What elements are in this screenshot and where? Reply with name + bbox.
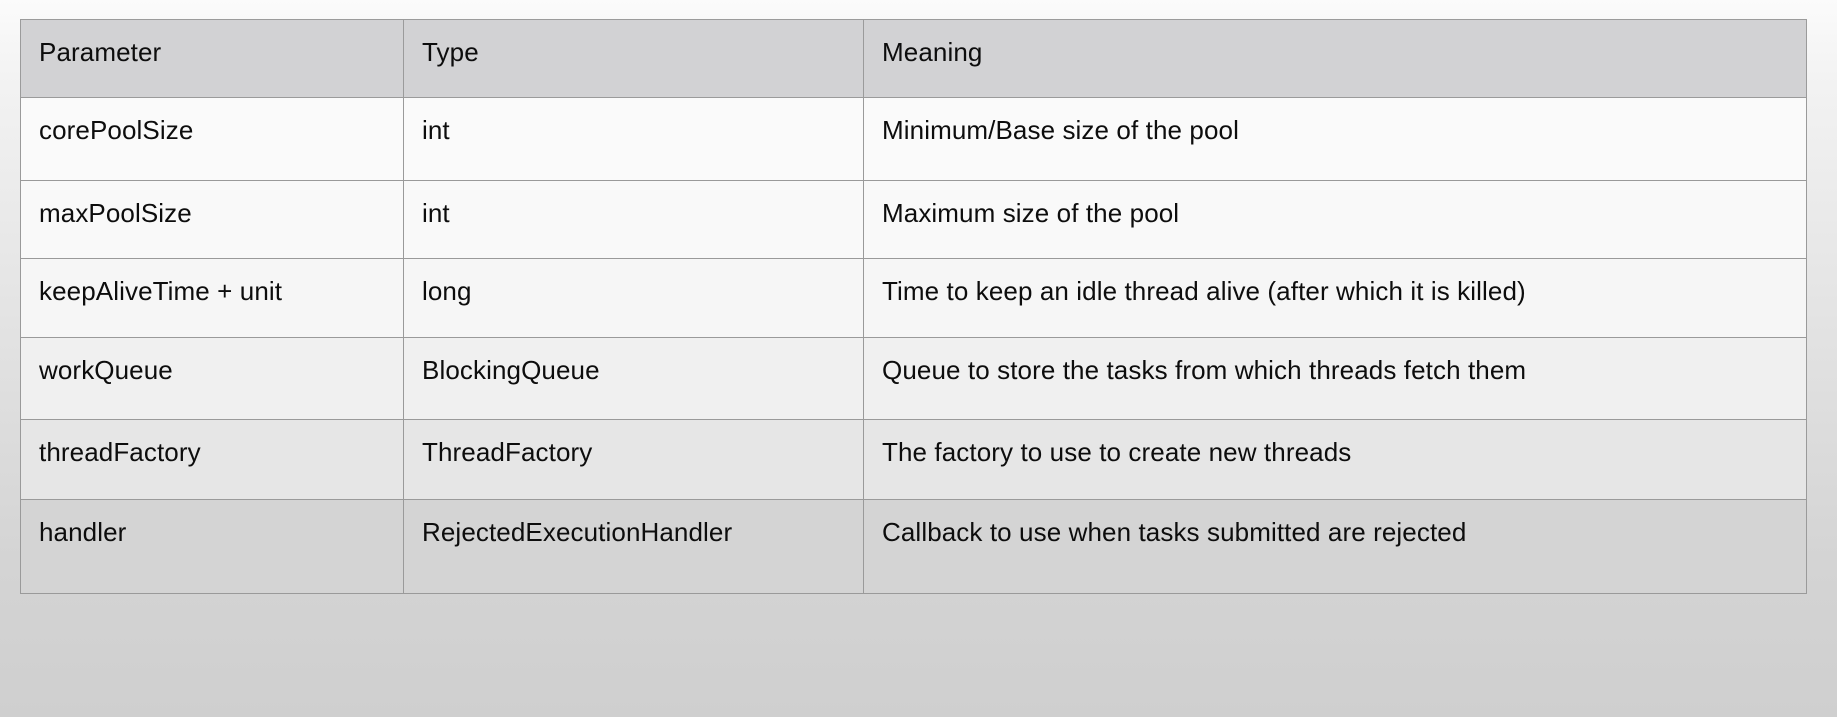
cell-type: int (403, 180, 864, 259)
cell-parameter-text: corePoolSize (39, 115, 194, 145)
cell-meaning: Queue to store the tasks from which thre… (863, 337, 1807, 420)
parameters-table-container: Parameter Type Meaning corePoolSize int … (20, 19, 1807, 594)
cell-parameter: maxPoolSize (20, 180, 404, 259)
cell-parameter: threadFactory (20, 419, 404, 500)
column-header-type: Type (403, 19, 864, 98)
cell-type-text: BlockingQueue (422, 355, 600, 385)
cell-parameter-text: keepAliveTime + unit (39, 276, 283, 306)
cell-type: long (403, 258, 864, 338)
cell-type: BlockingQueue (403, 337, 864, 420)
cell-meaning: Maximum size of the pool (863, 180, 1807, 259)
cell-meaning-text: Time to keep an idle thread alive (after… (882, 276, 1526, 306)
cell-meaning: The factory to use to create new threads (863, 419, 1807, 500)
cell-type: ThreadFactory (403, 419, 864, 500)
cell-type: int (403, 97, 864, 181)
cell-meaning-text: Maximum size of the pool (882, 198, 1180, 228)
cell-meaning-text: Minimum/Base size of the pool (882, 115, 1239, 145)
column-header-parameter-label: Parameter (39, 37, 162, 67)
column-header-type-label: Type (422, 37, 479, 67)
cell-meaning: Time to keep an idle thread alive (after… (863, 258, 1807, 338)
cell-meaning: Callback to use when tasks submitted are… (863, 499, 1807, 594)
column-header-meaning-label: Meaning (882, 37, 983, 67)
cell-type-text: int (422, 198, 450, 228)
table-row: keepAliveTime + unit long Time to keep a… (20, 258, 1807, 338)
cell-parameter: handler (20, 499, 404, 594)
table-header-row: Parameter Type Meaning (20, 19, 1807, 98)
cell-parameter-text: handler (39, 517, 127, 547)
table-row: corePoolSize int Minimum/Base size of th… (20, 97, 1807, 181)
cell-type-text: int (422, 115, 450, 145)
column-header-parameter: Parameter (20, 19, 404, 98)
cell-meaning-text: Callback to use when tasks submitted are… (882, 517, 1467, 547)
table-row: maxPoolSize int Maximum size of the pool (20, 180, 1807, 259)
cell-type-text: ThreadFactory (422, 437, 593, 467)
cell-parameter-text: maxPoolSize (39, 198, 192, 228)
cell-parameter: workQueue (20, 337, 404, 420)
column-header-meaning: Meaning (863, 19, 1807, 98)
table-header: Parameter Type Meaning (20, 19, 1807, 98)
cell-type-text: long (422, 276, 472, 306)
table-row: handler RejectedExecutionHandler Callbac… (20, 499, 1807, 594)
cell-meaning-text: The factory to use to create new threads (882, 437, 1352, 467)
cell-parameter-text: workQueue (39, 355, 173, 385)
cell-parameter-text: threadFactory (39, 437, 201, 467)
cell-meaning-text: Queue to store the tasks from which thre… (882, 355, 1527, 385)
cell-meaning: Minimum/Base size of the pool (863, 97, 1807, 181)
table-row: threadFactory ThreadFactory The factory … (20, 419, 1807, 500)
parameters-table: Parameter Type Meaning corePoolSize int … (20, 19, 1807, 594)
cell-type-text: RejectedExecutionHandler (422, 517, 733, 547)
table-row: workQueue BlockingQueue Queue to store t… (20, 337, 1807, 420)
cell-parameter: corePoolSize (20, 97, 404, 181)
cell-parameter: keepAliveTime + unit (20, 258, 404, 338)
cell-type: RejectedExecutionHandler (403, 499, 864, 594)
table-body: corePoolSize int Minimum/Base size of th… (20, 97, 1807, 594)
